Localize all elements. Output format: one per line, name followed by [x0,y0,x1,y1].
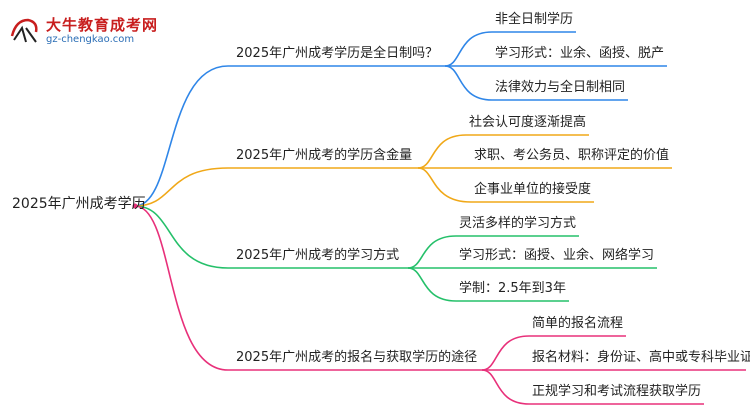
branch-3-leaf-3-connector [407,267,457,302]
branch-1-leaf-3: 法律效力与全日制相同 [495,80,626,95]
branch-4-leaf-1-connector [481,335,530,371]
site-logo: 大牛教育成考网 gz-chengkao.com [8,12,168,52]
branch-1-topic: 2025年广州成考学历是全日制吗？ [236,46,439,61]
branch-4-leaf-3: 正规学习和考试流程获取学历 [532,384,702,399]
root-node-dot [132,203,138,209]
branch-3-leaf-1-connector [407,235,457,269]
branch-4-leaf-2: 报名材料：身份证、高中或专科毕业证 [532,350,750,365]
branch-4-topic: 2025年广州成考的报名与获取学历的途径 [236,350,478,365]
branch-3-leaf-1: 灵活多样的学习方式 [459,216,577,231]
branch-2-leaf-2: 求职、考公务员、职称评定的价值 [474,148,670,163]
logo-mark-icon [10,18,38,43]
logo-url: gz-chengkao.com [46,34,135,45]
branch-2-leaf-3: 企事业单位的接受度 [474,182,592,197]
branch-1-leaf-3-connector [444,65,493,101]
branch-2-leaf-3-connector [417,167,472,203]
branch-1-leaf-1-connector [444,31,493,67]
branch-3-connector [134,205,229,269]
branch-4-leaf-3-connector [481,369,530,405]
branch-4-leaf-1: 简单的报名流程 [532,316,624,331]
root-topic: 2025年广州成考学历 [12,196,146,212]
branch-4-connector [134,205,229,371]
branch-2-topic: 2025年广州成考的学历含金量 [236,148,413,163]
branch-1-leaf-1: 非全日制学历 [495,12,574,27]
branch-1-connector [134,65,229,207]
branch-3-leaf-3: 学制：2.5年到3年 [459,281,566,296]
logo-name: 大牛教育成考网 [46,16,159,34]
branch-3-leaf-2: 学习形式：函授、业余、网络学习 [459,248,655,263]
branch-2-connector [134,167,229,207]
branch-1-leaf-2: 学习形式：业余、函授、脱产 [495,46,665,61]
branch-3-topic: 2025年广州成考的学习方式 [236,248,400,263]
branch-2-leaf-1-connector [417,134,467,169]
branch-2-leaf-1: 社会认可度逐渐提高 [469,115,587,130]
